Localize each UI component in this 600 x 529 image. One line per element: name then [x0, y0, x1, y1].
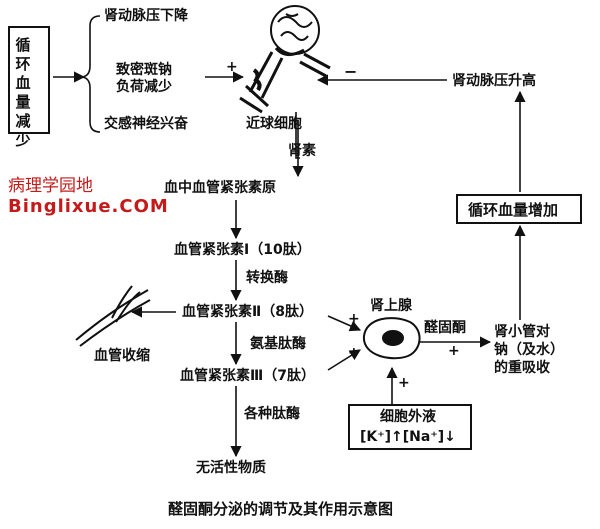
figure-caption: 醛固酮分泌的调节及其作用示意图: [168, 500, 394, 518]
blood-vessel-illustration: [75, 285, 151, 347]
renin-label: 肾素: [288, 143, 316, 159]
stimuli-brace: [81, 15, 101, 133]
angiotensinogen-label: 血中血管紧张素原: [164, 180, 276, 196]
arrow-ang3-to-adrenal: [327, 349, 361, 371]
ecf-title: 细胞外液: [380, 409, 436, 425]
converting-enzyme-label: 转换酶: [246, 270, 288, 286]
plus-sign-jga: +: [226, 59, 238, 75]
extracellular-fluid-box: 细胞外液 [K⁺]↑[Na⁺]↓: [348, 404, 472, 450]
watermark-en: Binglixue.COM: [8, 196, 169, 217]
angiotensin-1-label: 血管紧张素Ⅰ（10肽）: [174, 242, 311, 258]
stimulus-macula-densa-2: 负荷减少: [116, 79, 172, 95]
kidney-effect-line-2: 钠（及水）: [494, 342, 564, 358]
adrenal-illustration: [362, 317, 421, 360]
angiotensin-3-label: 血管紧张素Ⅲ（7肽）: [180, 368, 315, 384]
plus-sign-ang3: +: [348, 345, 360, 361]
stimulus-renal-pressure-drop: 肾动脉压下降: [104, 8, 188, 24]
plus-sign-aldosterone: +: [448, 343, 460, 359]
kidney-effect-line-1: 肾小管对: [494, 324, 550, 340]
stimulus-macula-densa-1: 致密斑钠: [116, 62, 172, 78]
angiotensin-2-label: 血管紧张素Ⅱ（8肽）: [182, 304, 313, 320]
aldosterone-label: 醛固酮: [424, 320, 466, 336]
minus-sign-feedback: −: [344, 62, 358, 81]
ecf-ions: [K⁺]↑[Na⁺]↓: [360, 429, 456, 445]
blood-volume-decrease-label: 循环血量减少: [15, 36, 31, 149]
kidney-effect-line-3: 的重吸收: [494, 360, 550, 376]
peptidases-label: 各种肽酶: [244, 406, 300, 422]
aminopeptidase-label: 氨基肽酶: [250, 336, 306, 352]
juxtaglomerular-illustration: [239, 5, 331, 114]
blood-volume-decrease-box: 循环血量减少: [8, 26, 50, 149]
blood-volume-increase-box: 循环血量增加: [456, 194, 582, 224]
blood-volume-increase-label: 循环血量增加: [468, 201, 559, 219]
renal-pressure-rise-label: 肾动脉压升高: [452, 73, 536, 89]
watermark-cn: 病理学园地: [8, 176, 93, 196]
adrenal-label: 肾上腺: [370, 298, 412, 314]
stimulus-sympathetic: 交感神经兴奋: [104, 116, 188, 132]
plus-sign-ecf: +: [398, 375, 410, 391]
juxtaglomerular-label: 近球细胞: [246, 116, 302, 132]
arrow-ang2-to-adrenal: [327, 315, 362, 332]
inactive-substance-label: 无活性物质: [196, 460, 266, 476]
vasoconstriction-label: 血管收缩: [94, 348, 150, 364]
plus-sign-ang2: +: [348, 311, 360, 327]
